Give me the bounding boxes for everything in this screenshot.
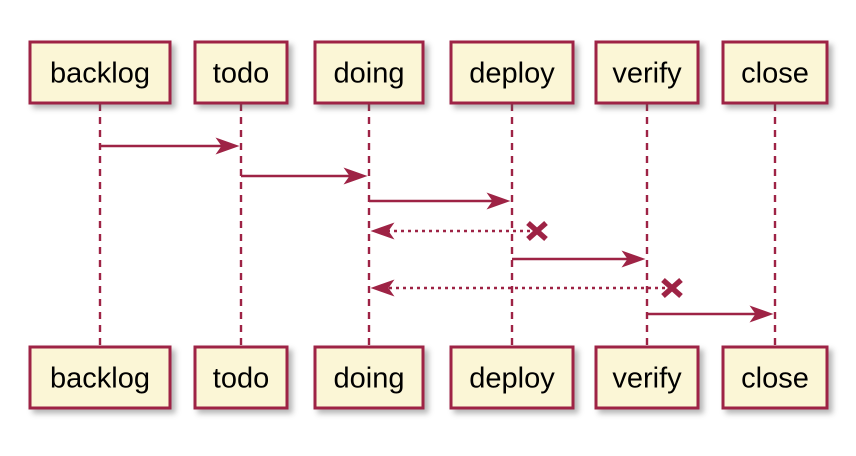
message-deploy-to-verify bbox=[512, 250, 646, 268]
participant-label: close bbox=[741, 58, 809, 90]
participant-bottom-backlog: backlog bbox=[28, 345, 172, 410]
message-verify-to-close bbox=[647, 305, 774, 323]
participant-label: doing bbox=[334, 363, 405, 395]
participant-box bbox=[313, 345, 425, 410]
participant-label: verify bbox=[612, 363, 682, 395]
message-deploy-to-doing bbox=[370, 220, 548, 242]
participant-label: close bbox=[741, 363, 809, 395]
arrowhead-icon bbox=[370, 279, 395, 297]
participant-box bbox=[193, 345, 289, 410]
arrowhead-icon bbox=[370, 222, 395, 240]
participant-bottom-close: close bbox=[721, 345, 829, 410]
participant-box bbox=[313, 40, 425, 105]
arrowhead-icon bbox=[215, 137, 240, 155]
participant-label: todo bbox=[213, 363, 269, 395]
participant-top-deploy: deploy bbox=[449, 40, 575, 105]
participant-box bbox=[449, 40, 575, 105]
participant-top-todo: todo bbox=[193, 40, 289, 105]
arrowhead-icon bbox=[749, 305, 774, 323]
participant-box bbox=[28, 40, 172, 105]
participant-box bbox=[594, 40, 700, 105]
participant-label: deploy bbox=[469, 58, 555, 90]
participant-top-close: close bbox=[721, 40, 829, 105]
message-doing-to-deploy bbox=[369, 192, 511, 210]
participant-label: deploy bbox=[469, 363, 555, 395]
participant-box bbox=[721, 40, 829, 105]
participant-top-backlog: backlog bbox=[28, 40, 172, 105]
participant-label: backlog bbox=[50, 58, 150, 90]
participant-bottom-verify: verify bbox=[594, 345, 700, 410]
lost-message-x-icon bbox=[526, 220, 548, 242]
participant-top-doing: doing bbox=[313, 40, 425, 105]
message-todo-to-doing bbox=[241, 167, 368, 185]
participant-box bbox=[193, 40, 289, 105]
participant-box bbox=[594, 345, 700, 410]
arrowhead-icon bbox=[621, 250, 646, 268]
participant-box bbox=[721, 345, 829, 410]
lost-message-x-icon bbox=[661, 277, 683, 299]
participant-bottom-doing: doing bbox=[313, 345, 425, 410]
message-backlog-to-todo bbox=[100, 137, 240, 155]
participant-label: verify bbox=[612, 58, 682, 90]
participant-bottom-todo: todo bbox=[193, 345, 289, 410]
participant-box bbox=[449, 345, 575, 410]
participant-bottom-deploy: deploy bbox=[449, 345, 575, 410]
arrowhead-icon bbox=[343, 167, 368, 185]
participant-box bbox=[28, 345, 172, 410]
message-verify-to-doing bbox=[370, 277, 683, 299]
participant-label: doing bbox=[334, 58, 405, 90]
participant-label: backlog bbox=[50, 363, 150, 395]
arrowhead-icon bbox=[486, 192, 511, 210]
participant-top-verify: verify bbox=[594, 40, 700, 105]
participant-label: todo bbox=[213, 58, 269, 90]
